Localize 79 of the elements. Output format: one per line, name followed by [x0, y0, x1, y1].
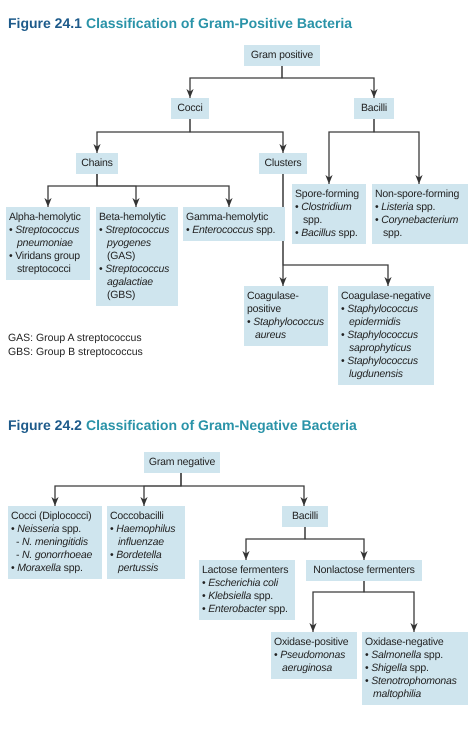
group-heading: Non-spore-forming	[375, 188, 460, 201]
group-box	[372, 184, 468, 244]
figure-number: Figure 24.1	[8, 16, 82, 30]
category-box	[144, 452, 220, 473]
species-item: • Viridans group streptococci	[9, 250, 81, 276]
group-heading: Chains	[80, 157, 114, 170]
category-box	[354, 98, 394, 119]
species-item: • Escherichia coli	[202, 577, 280, 590]
species-item: • Enterococcus spp.	[186, 224, 276, 237]
species-item: • Bacillus spp.	[295, 227, 359, 240]
arrow	[189, 119, 287, 153]
group-heading: Clusters	[264, 157, 302, 170]
arrow	[373, 119, 423, 184]
species-item: • Shigella spp.	[365, 662, 430, 675]
group-heading: Bacilli	[290, 510, 320, 523]
group-box	[6, 207, 90, 280]
species-item: • Salmonella spp.	[365, 649, 444, 662]
group-box	[96, 207, 178, 306]
group-box	[362, 632, 468, 705]
category-box	[76, 153, 118, 174]
category-box	[306, 560, 422, 581]
group-heading: Cocci	[176, 102, 204, 115]
arrow	[180, 473, 308, 506]
species-item: • Streptococcus pyogenes (GAS)	[99, 224, 170, 263]
group-box	[107, 506, 185, 579]
species-item: • Staphylococcus aureus	[247, 316, 325, 342]
group-heading: Lactose fermenters	[202, 564, 290, 577]
species-item: • Enterobacter spp.	[202, 603, 289, 616]
species-item: • Staphylococcus epidermidis	[341, 303, 419, 329]
arrow	[96, 174, 233, 207]
figure-title: Classification of Gram-Negative Bacteria	[86, 418, 357, 432]
group-box	[338, 286, 434, 385]
group-box	[8, 506, 102, 579]
species-item: • Streptococcus agalactiae (GBS)	[99, 263, 170, 302]
species-item: • Neisseria spp.	[11, 523, 82, 536]
group-heading: Oxidase-negative	[365, 636, 445, 649]
species-item: • Pseudomonas aeruginosa	[274, 649, 346, 675]
species-item: • Klebsiella spp.	[202, 590, 274, 603]
group-box	[244, 286, 328, 346]
arrow	[363, 581, 418, 632]
group-heading: Coagulase-positive	[247, 290, 300, 316]
species-item: - N. meningitidis	[15, 536, 89, 549]
species-item: • Streptococcus pneumoniae	[9, 224, 80, 250]
group-heading: Coccobacilli	[110, 510, 165, 523]
species-item: • Moraxella spp.	[11, 562, 84, 575]
species-item: • Staphylococcus lugdunensis	[341, 355, 419, 381]
group-heading: Gamma-hemolytic	[186, 211, 270, 224]
category-box	[259, 153, 307, 174]
group-heading: Spore-forming	[295, 188, 360, 201]
group-heading: Beta-hemolytic	[99, 211, 167, 224]
group-box	[183, 207, 285, 241]
species-item: • Haemophilus influenzae	[110, 523, 176, 549]
group-heading: Nonlactose fermenters	[312, 564, 416, 577]
group-heading: Gram negative	[148, 456, 216, 469]
figure-number: Figure 24.2	[8, 418, 82, 432]
species-item: - N. gonorrhoeae	[15, 549, 94, 562]
species-item: • Corynebacterium spp.	[375, 214, 460, 240]
group-heading: Gram positive	[250, 49, 314, 62]
group-box	[292, 184, 366, 244]
category-box	[171, 98, 209, 119]
group-box	[271, 632, 357, 679]
figure-title: Classification of Gram-Positive Bacteria	[86, 16, 352, 30]
group-heading: Bacilli	[360, 102, 388, 115]
group-heading: Oxidase-positive	[274, 636, 350, 649]
group-heading: Coagulase-negative	[341, 290, 431, 303]
arrow	[281, 66, 378, 98]
species-item: • Bordetella pertussis	[110, 549, 162, 575]
category-box	[244, 45, 320, 66]
category-box	[282, 506, 328, 527]
group-heading: Alpha-hemolytic	[9, 211, 82, 224]
species-item: • Listeria spp.	[375, 201, 436, 214]
species-item: • Stenotrophomonas maltophilia	[365, 675, 458, 701]
arrow	[304, 527, 368, 560]
footnote: GAS: Group A streptococcus	[8, 333, 142, 344]
footnote: GBS: Group B streptococcus	[8, 347, 143, 358]
group-heading: Cocci (Diplococci)	[11, 510, 92, 523]
species-item: • Staphylococcus saprophyticus	[341, 329, 419, 355]
species-item: • Clostridium spp.	[295, 201, 353, 227]
group-box	[199, 560, 295, 620]
